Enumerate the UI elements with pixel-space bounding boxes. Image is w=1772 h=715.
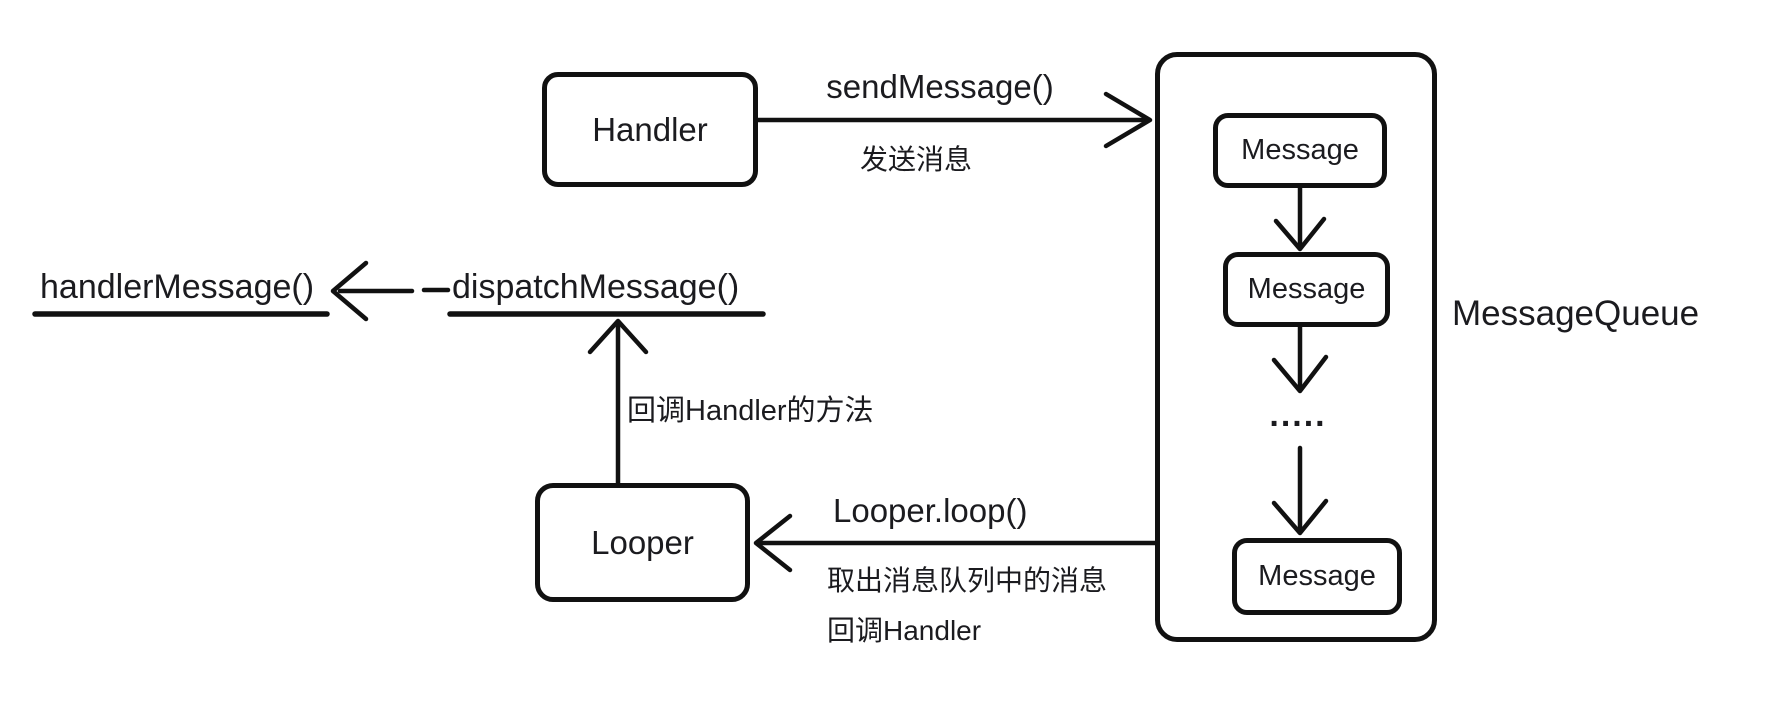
message-queue-container: [1155, 52, 1437, 642]
handler-node-label: Handler: [592, 110, 708, 148]
send-message-label: sendMessage(): [826, 68, 1054, 105]
message-node-3-label: Message: [1258, 560, 1376, 592]
looper-node: Looper: [535, 483, 750, 602]
message-node-3: Message: [1232, 538, 1402, 615]
looper-loop-label: Looper.loop(): [833, 492, 1028, 529]
message-node-1-label: Message: [1241, 134, 1359, 166]
handle-message-label: handlerMessage(): [40, 268, 315, 306]
looper-node-label: Looper: [591, 523, 694, 561]
looper-loop-note-line1: 取出消息队列中的消息: [827, 565, 1108, 596]
message-queue-label: MessageQueue: [1452, 294, 1700, 333]
looper-loop-note-line2: 回调Handler: [827, 615, 982, 646]
queue-ellipsis: .....: [1269, 396, 1327, 434]
message-node-2: Message: [1223, 252, 1390, 327]
arrow-dispatch-to-handle: [333, 263, 448, 319]
callback-note: 回调Handler的方法: [627, 395, 874, 427]
send-message-note: 发送消息: [859, 144, 972, 175]
message-node-2-label: Message: [1247, 273, 1366, 305]
handler-node: Handler: [542, 72, 758, 187]
message-node-1: Message: [1213, 113, 1387, 188]
dispatch-message-label: dispatchMessage(): [452, 268, 740, 306]
